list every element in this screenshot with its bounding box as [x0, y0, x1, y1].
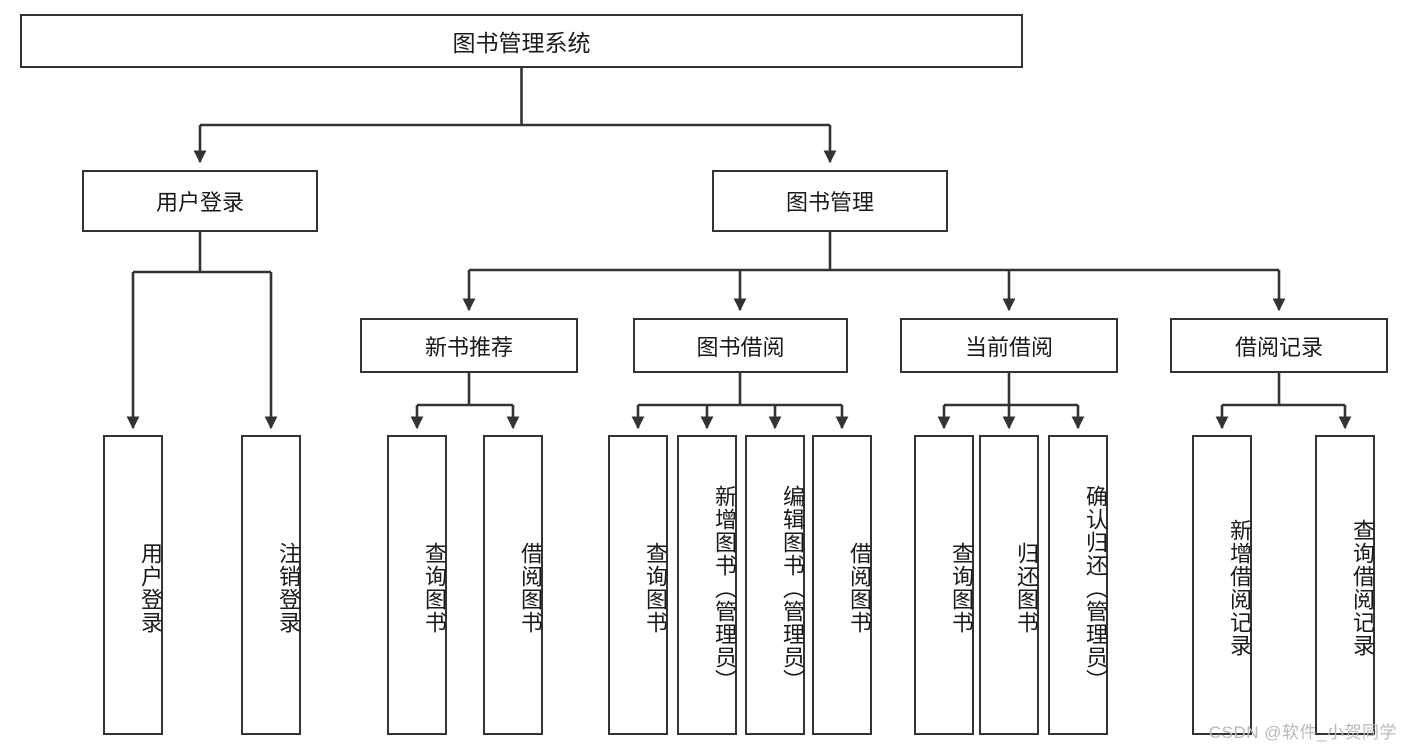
node-label: 图书管理系统: [452, 30, 591, 56]
leaf-user-login-signin[interactable]: 用户登录: [103, 435, 163, 735]
node-label: 借阅图书: [847, 542, 872, 634]
node-label: 借阅记录: [1234, 334, 1323, 360]
node-label: 用户登录: [155, 190, 244, 215]
node-root-system[interactable]: 图书管理系统: [20, 14, 1023, 68]
leaf-record-query-record[interactable]: 查询借阅记录: [1315, 435, 1375, 735]
node-label: 确认归还（管理员）: [1083, 484, 1108, 692]
node-label: 新增图书（管理员）: [712, 484, 737, 692]
node-label: 查询图书: [949, 542, 974, 634]
leaf-current-query-book[interactable]: 查询图书: [914, 435, 974, 735]
leaf-borrow-borrow-book[interactable]: 借阅图书: [812, 435, 872, 735]
leaf-current-return-book[interactable]: 归还图书: [979, 435, 1039, 735]
node-label: 图书管理: [785, 190, 874, 215]
leaf-borrow-query-book[interactable]: 查询图书: [608, 435, 668, 735]
leaf-borrow-edit-book-admin[interactable]: 编辑图书（管理员）: [745, 435, 805, 735]
node-label: 新书推荐: [424, 334, 513, 360]
node-new-book-recommend[interactable]: 新书推荐: [360, 318, 578, 373]
node-label: 当前借阅: [964, 334, 1053, 360]
node-label: 归还图书: [1014, 542, 1039, 634]
node-current-borrow[interactable]: 当前借阅: [900, 318, 1118, 373]
leaf-user-login-signout[interactable]: 注销登录: [241, 435, 301, 735]
node-label: 查询借阅记录: [1350, 519, 1375, 657]
node-label: 新增借阅记录: [1227, 519, 1252, 657]
node-label: 图书借阅: [696, 334, 785, 360]
leaf-newbook-borrow-book[interactable]: 借阅图书: [483, 435, 543, 735]
node-borrow-record[interactable]: 借阅记录: [1170, 318, 1388, 373]
watermark-text: CSDN @软件_小贺同学: [1208, 723, 1397, 742]
node-label: 查询图书: [643, 542, 668, 634]
node-user-login[interactable]: 用户登录: [82, 170, 318, 232]
node-label: 编辑图书（管理员）: [780, 484, 805, 692]
leaf-borrow-add-book-admin[interactable]: 新增图书（管理员）: [677, 435, 737, 735]
node-label: 借阅图书: [518, 542, 543, 634]
node-label: 注销登录: [276, 542, 301, 634]
leaf-record-add-record[interactable]: 新增借阅记录: [1192, 435, 1252, 735]
node-book-management[interactable]: 图书管理: [712, 170, 948, 232]
node-label: 用户登录: [138, 542, 163, 634]
node-label: 查询图书: [422, 542, 447, 634]
node-book-borrow[interactable]: 图书借阅: [633, 318, 848, 373]
leaf-current-confirm-return-admin[interactable]: 确认归还（管理员）: [1048, 435, 1108, 735]
leaf-newbook-query-book[interactable]: 查询图书: [387, 435, 447, 735]
